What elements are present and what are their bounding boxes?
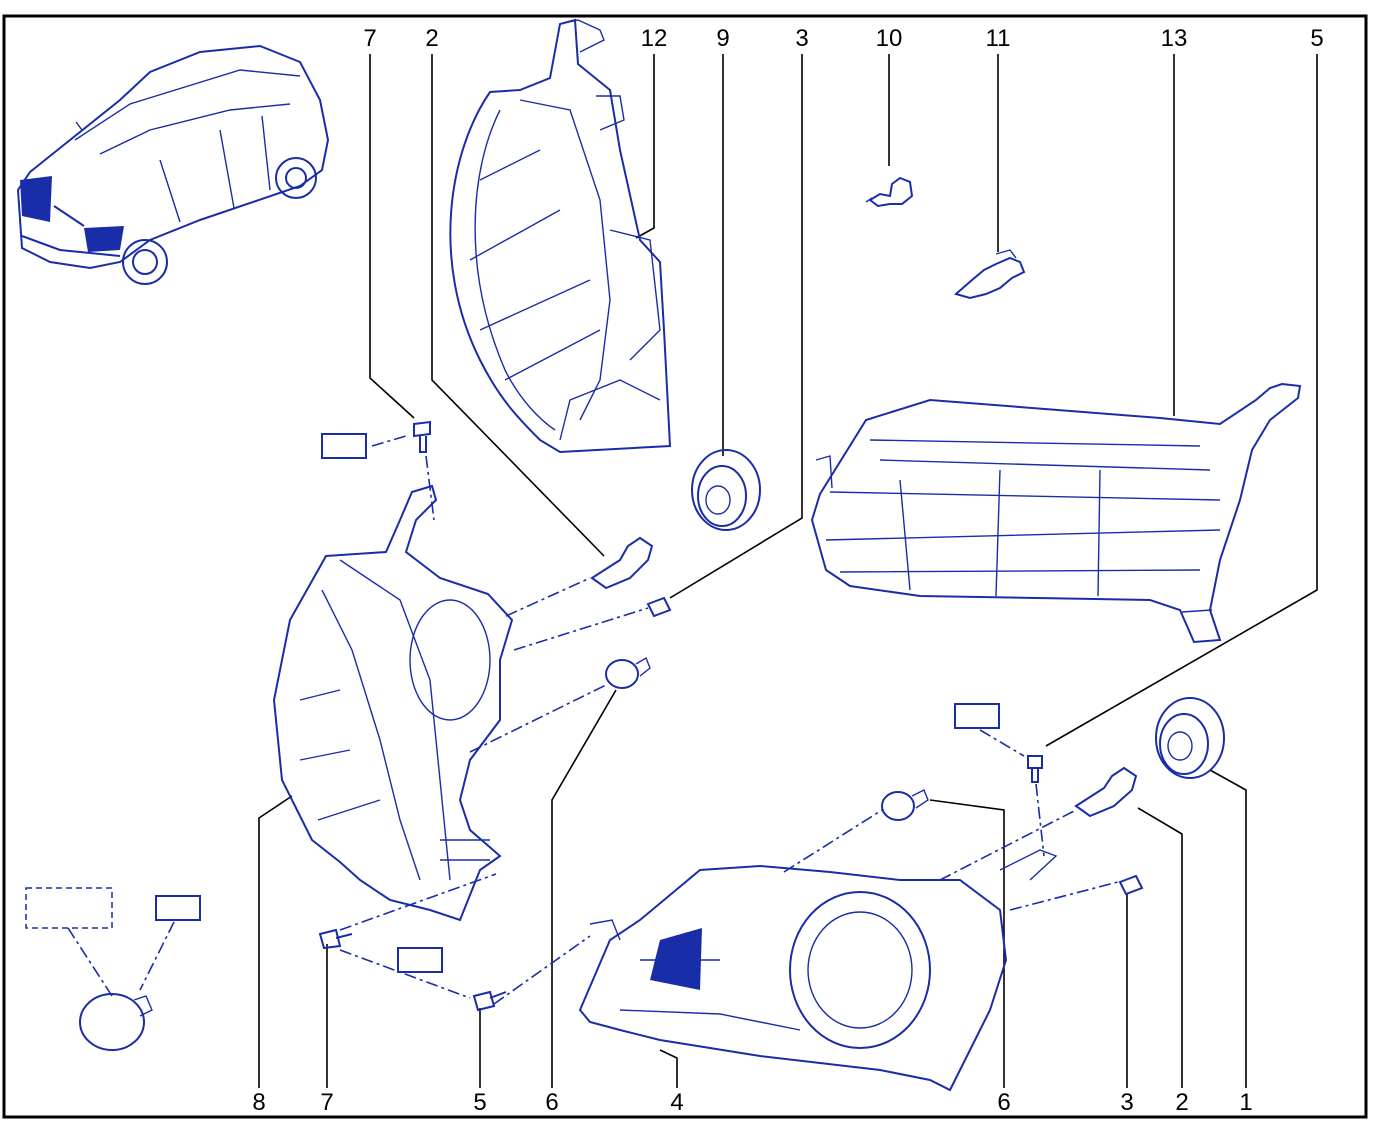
screw-7-bottom-icon [318,928,353,950]
tag-icons [25,433,1000,973]
callout-labels: 7 2 12 9 3 10 11 13 5 8 7 5 6 4 6 3 2 1 [252,25,1323,1116]
cap-1-icon [1155,697,1225,779]
callout-bottom-4: 4 [670,1089,683,1116]
bulb-6-right-icon [881,789,929,821]
cap-9-icon [691,449,761,531]
callout-bottom-2: 2 [1175,1089,1188,1116]
callout-top-3: 3 [795,25,808,52]
bulb-3-icon [646,596,672,618]
callout-top-13: 13 [1161,25,1188,52]
headlamp-side-view [449,18,672,454]
bulb-11-icon [953,249,1026,300]
bulb-3-right-icon [1118,874,1144,896]
assembly-lines [67,435,1119,1005]
callout-bottom-8: 8 [252,1089,265,1116]
car-illustration [16,44,330,285]
headlamp-front-bottom [578,849,1058,1092]
bulb-10-icon [865,176,914,208]
callout-bottom-6-right: 6 [997,1089,1010,1116]
callout-bottom-3: 3 [1120,1089,1133,1116]
leader-lines [258,54,1318,1088]
bulb-spare-icon [79,993,153,1051]
bulb-6-icon [605,656,651,689]
screw-5-right-icon [1027,755,1043,783]
callout-top-7: 7 [363,25,376,52]
diagram-frame [2,14,1368,1119]
callout-top-9: 9 [716,25,729,52]
callout-bottom-1: 1 [1239,1089,1252,1116]
headlamp-front-view [810,382,1302,644]
callout-top-2: 2 [425,25,438,52]
bulb-2-icon [590,536,654,590]
screw-5-bottom-icon [472,990,507,1012]
callout-bottom-5: 5 [473,1089,486,1116]
bulb-2-right-icon [1074,766,1138,818]
screw-7-top-icon [413,420,431,453]
callout-top-5: 5 [1310,25,1323,52]
callout-bottom-7: 7 [320,1089,333,1116]
headlamp-assembly-left [272,484,514,922]
callout-top-10: 10 [876,25,903,52]
callout-top-11: 11 [986,25,1011,52]
callout-top-12: 12 [641,25,668,52]
callout-bottom-6: 6 [545,1089,558,1116]
